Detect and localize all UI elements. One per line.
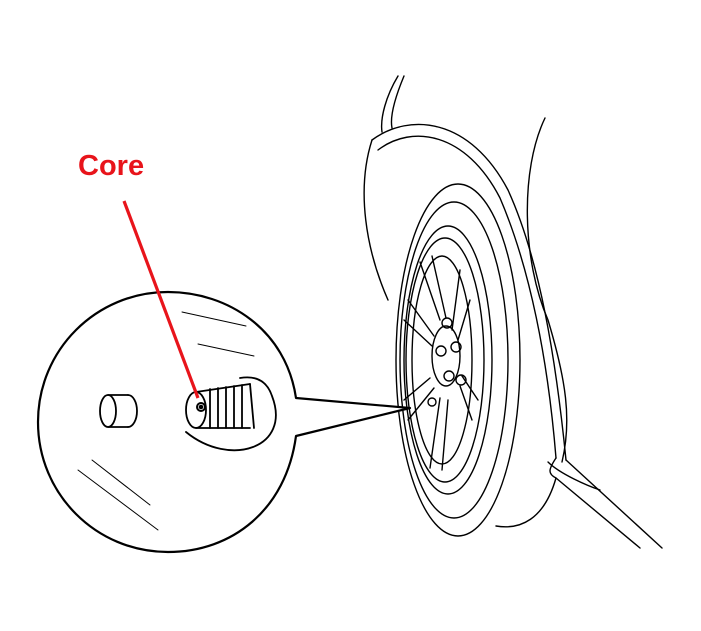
car-body [363, 75, 663, 549]
core-leader-line [122, 200, 200, 399]
wheel-icon [395, 183, 521, 537]
magnifier-callout [36, 290, 412, 554]
core-label: Core [78, 150, 145, 182]
valve-cap-icon [99, 394, 138, 428]
